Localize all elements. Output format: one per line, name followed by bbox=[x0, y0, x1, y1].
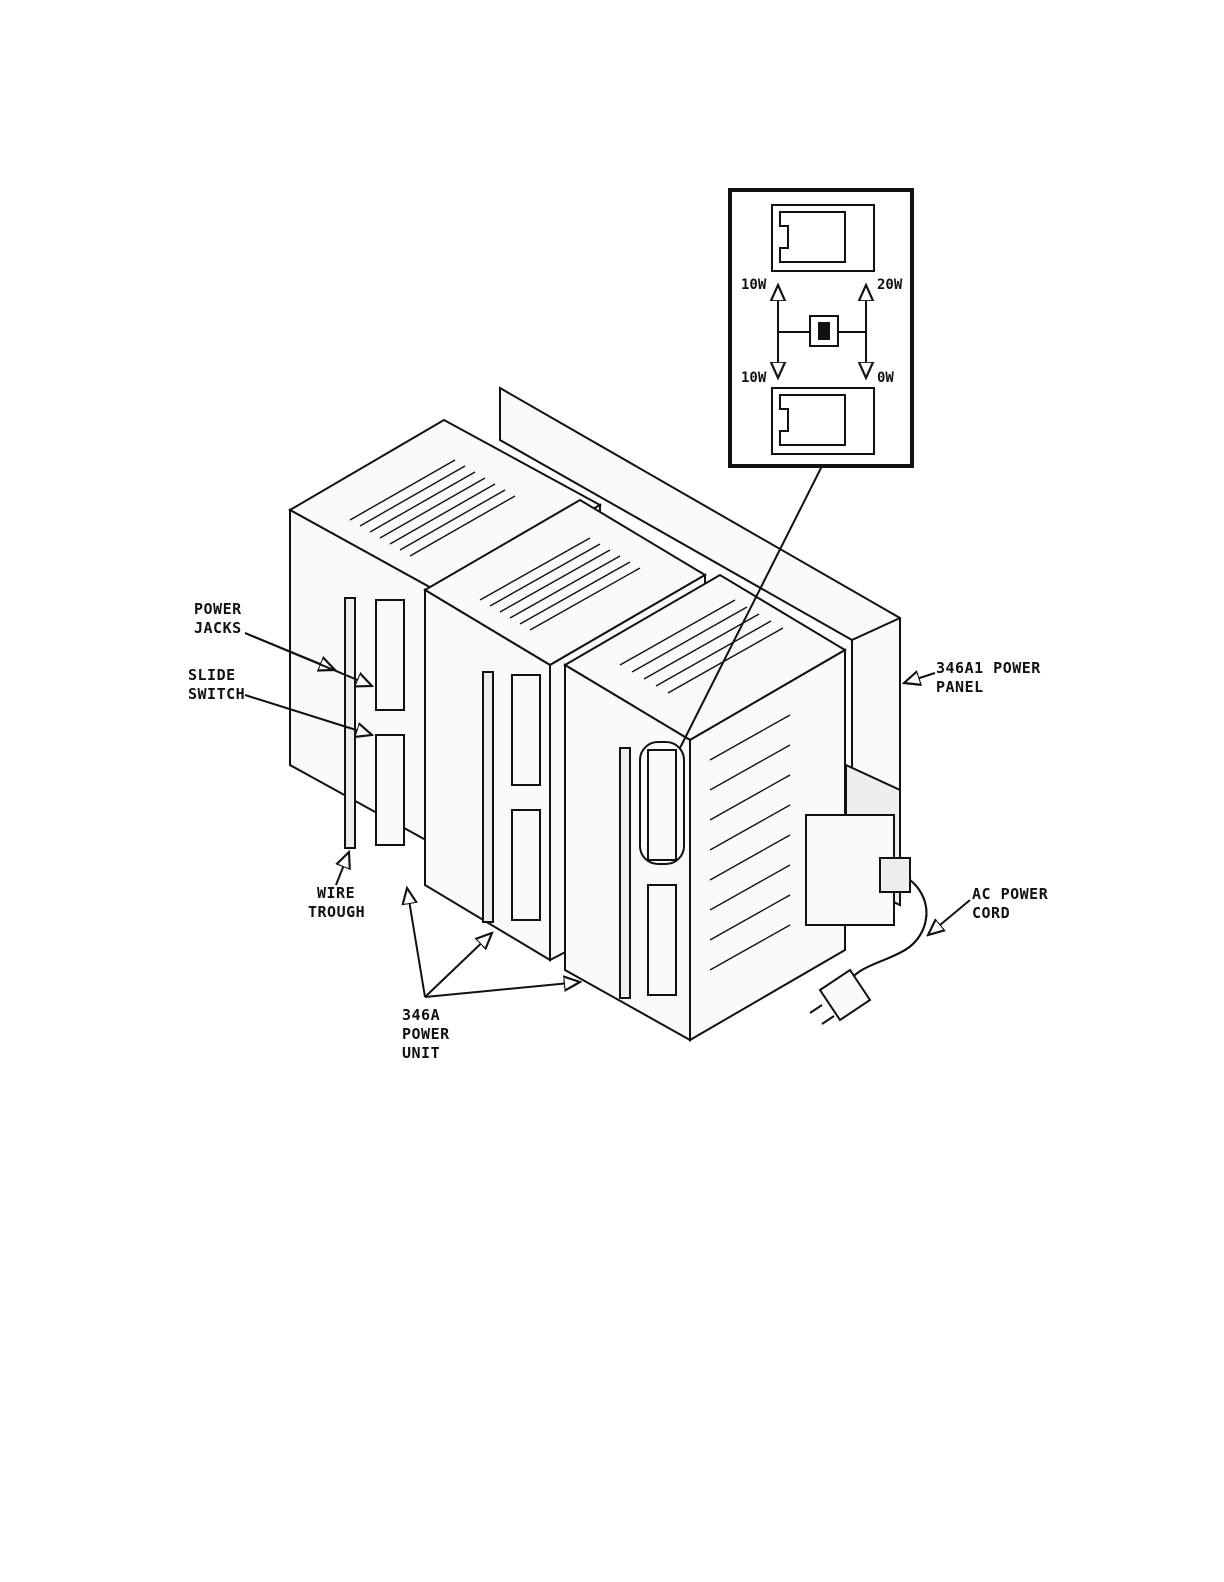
svg-text:CORD: CORD bbox=[972, 904, 1010, 922]
inset-bottom-left-label: 10W bbox=[741, 370, 767, 386]
svg-text:AC POWER: AC POWER bbox=[972, 885, 1049, 903]
svg-text:PANEL: PANEL bbox=[936, 678, 984, 696]
ac-power-cord bbox=[806, 815, 926, 1024]
inset-top-right-label: 20W bbox=[877, 277, 903, 293]
wire-trough-label: WIRE TROUGH bbox=[308, 884, 365, 921]
slide-switch-label: SLIDE SWITCH bbox=[188, 666, 245, 703]
inset-bottom-right-label: 0W bbox=[877, 370, 894, 386]
power-unit-3 bbox=[565, 575, 845, 1040]
svg-text:SLIDE: SLIDE bbox=[188, 666, 236, 684]
svg-text:TROUGH: TROUGH bbox=[308, 903, 365, 921]
svg-text:POWER: POWER bbox=[402, 1025, 450, 1043]
svg-text:346A: 346A bbox=[402, 1006, 440, 1024]
slide-switch-detail-inset: 10W 20W 10W 0W bbox=[730, 190, 912, 466]
power-unit-label: 346A POWER UNIT bbox=[402, 1006, 450, 1062]
svg-text:POWER: POWER bbox=[194, 600, 242, 618]
power-jacks-label: POWER JACKS bbox=[194, 600, 242, 637]
svg-text:WIRE: WIRE bbox=[317, 884, 355, 902]
ac-power-cord-label: AC POWER CORD bbox=[972, 885, 1049, 922]
svg-text:SWITCH: SWITCH bbox=[188, 685, 245, 703]
inset-top-left-label: 10W bbox=[741, 277, 767, 293]
svg-text:UNIT: UNIT bbox=[402, 1044, 440, 1062]
power-panel-label: 346A1 POWER PANEL bbox=[936, 659, 1041, 696]
svg-text:JACKS: JACKS bbox=[194, 619, 242, 637]
svg-text:346A1 POWER: 346A1 POWER bbox=[936, 659, 1041, 677]
